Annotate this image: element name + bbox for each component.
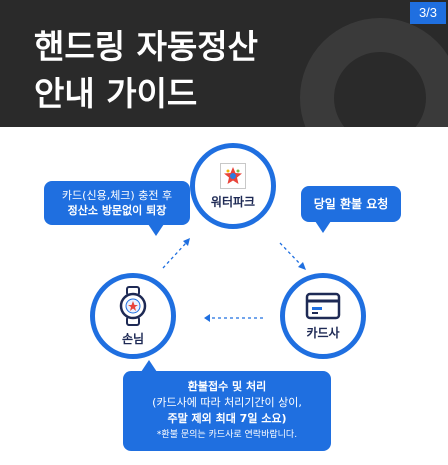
bubble-tail — [315, 221, 331, 233]
node-waterpark-label: 워터파크 — [210, 194, 256, 209]
credit-card-icon — [305, 292, 341, 319]
bubble-bottom-line-2: (카드사에 따라 처리기간이 상이, — [152, 396, 302, 409]
arrowhead-top — [183, 238, 190, 246]
bubble-bottom-line-3: 주말 제외 최대 7일 소요) — [167, 412, 287, 425]
title-line-2: 안내 가이드 — [34, 74, 198, 113]
bubble-charge-exit: 카드(신용,체크) 충전 후 정산소 방문없이 퇴장 — [44, 181, 190, 236]
bubble-bottom-line-4: *환불 문의는 카드사로 연락바랍니다. — [156, 430, 298, 440]
bubble-refund-request: 당일 환불 요청 — [301, 186, 401, 233]
page-indicator: 3/3 — [410, 2, 446, 24]
bubble-tail — [141, 360, 157, 372]
bubble-left-line-1: 카드(신용,체크) 충전 후 — [61, 189, 173, 202]
arrowhead-right — [298, 262, 306, 270]
node-customer: 손님 — [90, 273, 176, 359]
node-waterpark: 워터파크 — [190, 143, 276, 229]
waterpark-logo — [220, 162, 246, 189]
bubble-bottom-line-1: 환불접수 및 처리 — [187, 380, 267, 393]
bubble-left-line-2: 정산소 방문없이 퇴장 — [67, 204, 167, 217]
arrow-top-to-right — [279, 242, 303, 267]
smartwatch-icon — [119, 285, 147, 326]
bubble-right-text: 당일 환불 요청 — [313, 197, 389, 211]
title-line-1: 핸드링 자동정산 — [34, 27, 259, 66]
node-card-company-label: 카드사 — [306, 325, 340, 340]
bubble-tail — [148, 224, 164, 236]
bubble-refund-processing: 환불접수 및 처리 (카드사에 따라 처리기간이 상이, 주말 제외 최대 7일… — [123, 360, 331, 451]
node-customer-label: 손님 — [121, 331, 145, 346]
arrowhead-left — [204, 314, 210, 322]
node-card-company: 카드사 — [280, 273, 366, 359]
arrow-left-to-top — [162, 242, 187, 269]
star-logo-icon — [224, 166, 242, 184]
